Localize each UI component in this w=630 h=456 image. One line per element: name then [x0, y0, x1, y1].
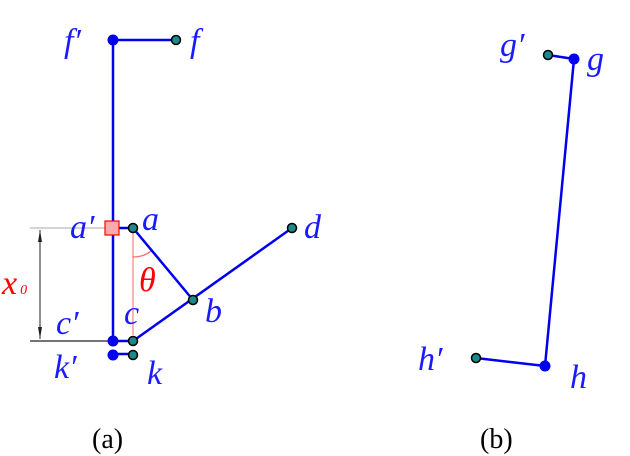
- label-d: d: [304, 209, 322, 246]
- point-a: [127, 222, 139, 234]
- point-b: [187, 294, 199, 306]
- point-f-prime: [107, 34, 119, 46]
- label-theta: θ: [139, 262, 156, 299]
- point-k: [127, 349, 139, 361]
- label-h-prime: h′: [418, 341, 443, 378]
- point-a-prime-marker: [104, 220, 120, 236]
- label-h: h: [570, 359, 587, 396]
- caption-b: (b): [480, 424, 513, 455]
- theta-arc: [132, 249, 153, 258]
- line-g-h: [543, 58, 576, 367]
- arrow-up-icon: [38, 230, 42, 242]
- caption-a: (a): [92, 424, 123, 455]
- label-c: c: [124, 295, 139, 332]
- point-k-prime: [107, 349, 119, 361]
- label-c-prime: c′: [56, 305, 79, 342]
- point-g: [568, 53, 580, 65]
- point-f: [170, 34, 182, 46]
- point-d: [286, 222, 298, 234]
- label-f: f: [190, 23, 204, 60]
- label-b: b: [205, 293, 222, 330]
- label-a-prime: a′: [70, 209, 95, 246]
- line-a-b: [132, 227, 194, 301]
- point-c-prime: [107, 335, 119, 347]
- label-k-prime: k′: [54, 349, 77, 386]
- label-g-prime: g′: [500, 27, 525, 64]
- label-a: a: [142, 201, 159, 238]
- arrow-down-icon: [38, 327, 42, 339]
- point-g-prime: [542, 49, 554, 61]
- line-c-d: [132, 226, 293, 343]
- point-h: [539, 360, 551, 372]
- label-k: k: [147, 355, 163, 392]
- point-h-prime: [470, 352, 482, 364]
- label-g: g: [587, 41, 604, 78]
- label-f-prime: f′: [64, 23, 81, 60]
- line-h-hprime: [475, 356, 546, 368]
- point-c: [127, 335, 139, 347]
